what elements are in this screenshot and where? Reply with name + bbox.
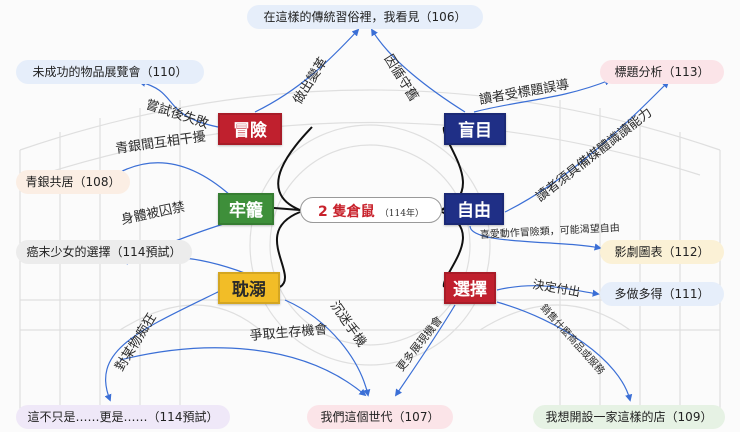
leaf-generation[interactable]: 我們這個世代（107）	[307, 405, 453, 429]
edge-adventure-top	[254, 28, 360, 113]
leaf-shop[interactable]: 我想開設一家這樣的店（109）	[533, 405, 725, 429]
branch-to-adventure	[277, 126, 313, 211]
edge-label-readers-misled: 讀者受標題誤導	[478, 76, 570, 108]
edge-label-attempt-fail: 嘗試後失敗	[144, 97, 211, 132]
center-subtitle: （114年）	[379, 209, 424, 219]
edge-label-media-literacy: 讀者須具備媒體識讀能力	[533, 104, 656, 205]
node-cage[interactable]: 牢籠	[218, 193, 274, 225]
node-choice[interactable]: 選擇	[444, 272, 496, 304]
node-blind[interactable]: 盲目	[444, 113, 506, 145]
leaf-notonly[interactable]: 這不只是……更是……（114預試）	[16, 405, 230, 429]
leaf-top[interactable]: 在這樣的傳統習俗裡，我看見（106）	[247, 5, 483, 29]
leaf-moredo[interactable]: 多做多得（111）	[600, 282, 724, 306]
edge-label-compete-survive: 爭取生存機會	[249, 322, 328, 344]
edge-label-sell-what: 銷售什麼商品或服務	[538, 301, 608, 377]
edge-label-conform: 因循守舊	[381, 52, 421, 104]
edge-addiction-notonly	[104, 289, 223, 402]
leaf-headline[interactable]: 標題分析（113）	[600, 60, 724, 84]
edge-choice-shop	[496, 301, 633, 402]
edge-label-body-trapped: 身體被囚禁	[120, 199, 187, 228]
edge-blind-headline	[473, 78, 612, 113]
edge-notonly-generation	[119, 347, 367, 397]
center-topic[interactable]: 2 隻倉鼠 （114年）	[300, 197, 442, 223]
node-addiction[interactable]: 耽溺	[218, 272, 280, 304]
edge-freedom-chart	[469, 225, 602, 251]
edge-choice-generation	[394, 304, 456, 397]
branch-to-cage	[273, 207, 301, 211]
edge-freedom-headline	[504, 80, 670, 213]
branch-to-addiction	[276, 211, 301, 288]
edge-adventure-exhibition	[138, 79, 219, 128]
center-title: 2 隻倉鼠	[318, 204, 375, 220]
edge-label-decide-pay: 決定付出	[531, 276, 581, 299]
leaf-chart[interactable]: 影劇圖表（112）	[600, 240, 724, 264]
leaf-terminal[interactable]: 癌末少女的選擇（114預試）	[16, 240, 192, 264]
edge-label-phone-obsess: 沉迷手機	[327, 299, 369, 350]
edge-label-intergen: 青銀間互相干擾	[114, 128, 206, 157]
branch-to-freedom	[441, 207, 445, 211]
edge-choice-moredo	[496, 285, 600, 297]
edge-label-obsessed-items: 對某物痴狂	[112, 311, 160, 375]
edge-addiction-generation	[284, 299, 371, 397]
leaf-cohabit[interactable]: 青銀共居（108）	[16, 170, 130, 194]
node-freedom[interactable]: 自由	[444, 193, 504, 225]
edge-label-more-opportunity: 更多展現機會	[393, 313, 445, 374]
leaf-exhibition[interactable]: 未成功的物品展覽會（110）	[16, 60, 204, 84]
edge-label-break-away: 做出變革	[290, 55, 331, 108]
node-adventure[interactable]: 冒險	[218, 113, 282, 145]
edge-blind-top	[371, 28, 466, 113]
